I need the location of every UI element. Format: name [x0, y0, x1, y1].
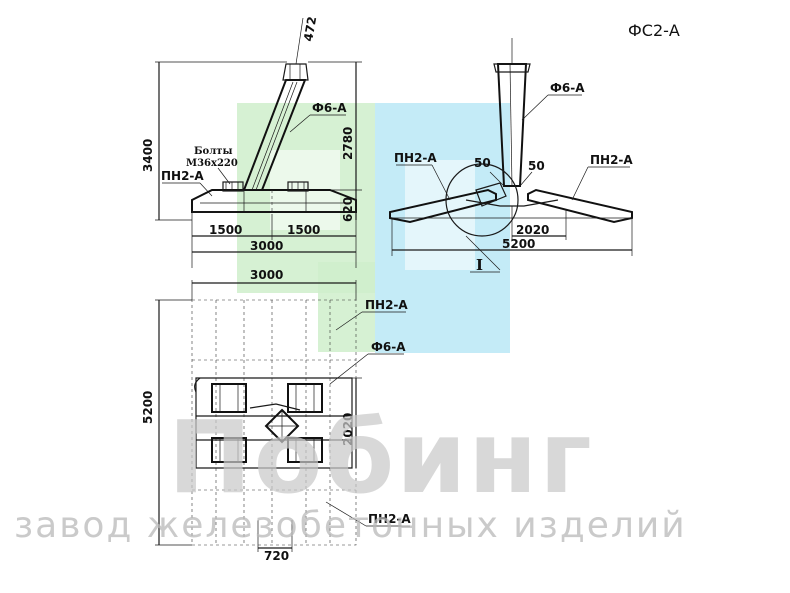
dim-3400: 3400 — [141, 139, 155, 172]
bolts-label-line2: М36х220 — [186, 158, 238, 169]
dim-3000-front: 3000 — [250, 239, 283, 253]
side-view: I 50 50 2020 5200 ПН2-А ПН2-А Ф6-А — [389, 38, 633, 274]
dim-5200-side: 5200 — [502, 237, 535, 251]
dim-1500-left: 1500 — [209, 223, 242, 237]
pn2a-front-label: ПН2-А — [161, 169, 204, 183]
dim-620: 620 — [341, 197, 355, 222]
logo-watermark — [237, 103, 510, 353]
dim-1500-right: 1500 — [287, 223, 320, 237]
watermark-tagline: завод железобетонных изделий — [14, 505, 687, 546]
pn2a-plan-label: ПН2-А — [365, 298, 408, 312]
dim-472: 472 — [301, 15, 319, 42]
front-view: 472 3400 2780 620 1500 1500 3000 Болты М… — [141, 15, 362, 268]
dim-5200-plan: 5200 — [141, 391, 155, 424]
watermark-brand: Побинг — [168, 399, 594, 516]
dim-3000-plan: 3000 — [250, 268, 283, 282]
detail-mark-I: I — [476, 256, 483, 274]
dim-50-right: 50 — [528, 159, 545, 173]
dim-2020-plan: 2020 — [341, 413, 355, 446]
f6a-plan-label: Ф6-А — [371, 340, 406, 354]
plan-view: 3000 5200 — [141, 268, 411, 563]
dim-50-left: 50 — [474, 156, 491, 170]
f6a-front-label: Ф6-А — [312, 101, 347, 115]
dim-720: 720 — [264, 549, 289, 563]
f6a-side-label: Ф6-А — [550, 81, 585, 95]
dim-2780: 2780 — [341, 127, 355, 160]
pn2a-plan-bottom-label: ПН2-А — [368, 512, 411, 526]
pn2a-side-right-label: ПН2-А — [590, 153, 633, 167]
pn2a-side-label: ПН2-А — [394, 151, 437, 165]
product-code: ФС2-А — [628, 21, 680, 40]
bolts-label-line1: Болты — [194, 146, 233, 157]
dim-2020-side: 2020 — [516, 223, 549, 237]
